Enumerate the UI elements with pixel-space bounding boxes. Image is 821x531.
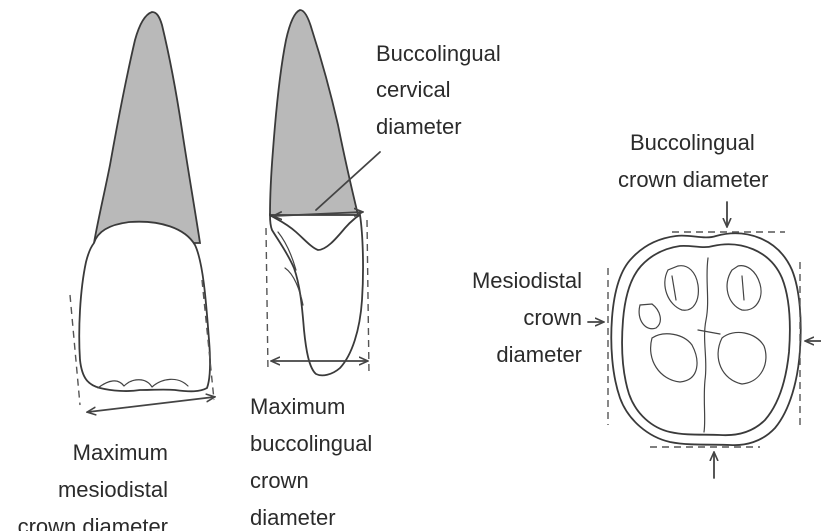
proximal-buccal-dash	[266, 228, 268, 372]
proximal-crown	[270, 215, 363, 375]
label-line: Buccolingual	[376, 41, 501, 66]
label-line: cervical	[376, 77, 451, 102]
label-mesiodistal-crown: Mesiodistal crown diameter	[472, 268, 582, 367]
label-line: diameter	[496, 342, 582, 367]
label-line: diameter	[250, 505, 336, 530]
label-line: buccolingual	[250, 431, 372, 456]
label-line: mesiodistal	[58, 477, 168, 502]
label-line: crown diameter	[18, 514, 168, 531]
label-line: Maximum	[73, 440, 168, 465]
label-line: Mesiodistal	[472, 268, 582, 293]
label-line: crown	[523, 305, 582, 330]
label-line: crown	[250, 468, 309, 493]
molar-occlusal-view	[588, 202, 821, 478]
label-buccolingual-cervical: Buccolingual cervical diameter	[376, 41, 501, 139]
label-line: crown diameter	[618, 167, 768, 192]
label-line: diameter	[376, 114, 462, 139]
incisor-mesial-dash	[70, 295, 80, 405]
proximal-lingual-dash	[367, 220, 369, 374]
incisor-crown	[79, 222, 210, 392]
label-line: Maximum	[250, 394, 345, 419]
incisor-root	[94, 12, 200, 243]
label-max-mesiodistal: Maximum mesiodistal crown diameter	[18, 440, 168, 531]
max-mesiodistal-arrow	[88, 397, 214, 412]
label-max-buccolingual: Maximum buccolingual crown diameter	[250, 394, 372, 530]
label-line: Buccolingual	[630, 130, 755, 155]
incisor-proximal-view	[266, 10, 380, 375]
label-buccolingual-crown: Buccolingual crown diameter	[618, 130, 768, 192]
incisor-labial-view	[70, 12, 214, 412]
